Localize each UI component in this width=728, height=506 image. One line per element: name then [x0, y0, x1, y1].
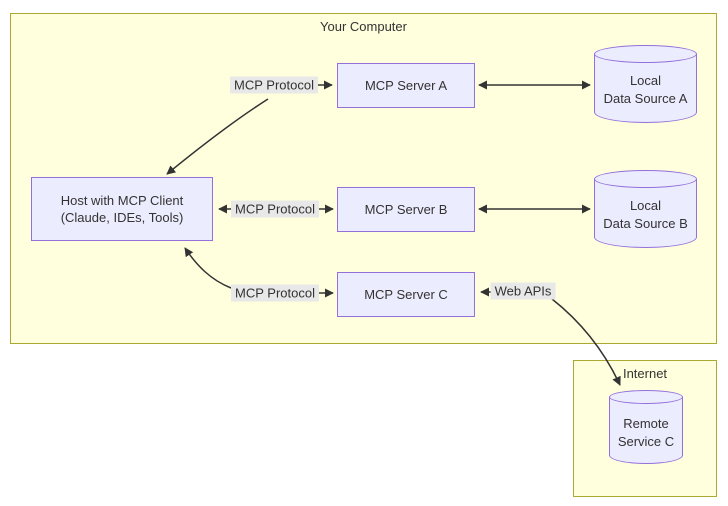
node-remote-service-c-label: Remote Service C — [609, 402, 683, 464]
node-mcp-server-a: MCP Server A — [337, 63, 475, 108]
remote-service-line1: Remote — [623, 416, 669, 431]
node-local-data-source-a: Local Data Source A — [594, 45, 697, 123]
node-host-line2: (Claude, IDEs, Tools) — [60, 210, 184, 225]
node-mcp-server-c-label: MCP Server C — [364, 287, 448, 302]
node-mcp-server-a-label: MCP Server A — [364, 78, 448, 93]
node-remote-service-c: Remote Service C — [609, 390, 683, 464]
group-internet-label: Internet — [622, 366, 668, 381]
group-your-computer-label: Your Computer — [320, 19, 407, 34]
node-local-data-source-b-label: Local Data Source B — [594, 182, 697, 248]
cylinder-body — [609, 397, 683, 464]
edge-label-mcp-protocol-a: MCP Protocol — [230, 76, 318, 94]
node-host-with-mcp-client: Host with MCP Client (Claude, IDEs, Tool… — [31, 177, 213, 241]
cylinder-body — [594, 179, 697, 248]
node-mcp-server-b-label: MCP Server B — [364, 202, 448, 217]
remote-service-line2: Service C — [617, 434, 675, 449]
cylinder-top-ellipse — [609, 390, 683, 404]
datasource-b-line2: Data Source B — [603, 216, 688, 231]
node-mcp-server-c: MCP Server C — [337, 272, 475, 317]
datasource-a-line2: Data Source A — [603, 91, 688, 106]
node-host-line1: Host with MCP Client — [60, 193, 184, 208]
cylinder-body — [594, 54, 697, 123]
edge-label-web-apis: Web APIs — [490, 282, 556, 300]
edge-label-mcp-protocol-b: MCP Protocol — [231, 200, 319, 218]
node-local-data-source-b: Local Data Source B — [594, 170, 697, 248]
cylinder-top-ellipse — [594, 170, 697, 188]
node-mcp-server-b: MCP Server B — [337, 187, 475, 232]
datasource-a-line1: Local — [629, 73, 662, 88]
node-local-data-source-a-label: Local Data Source A — [594, 57, 697, 123]
cylinder-top-ellipse — [594, 45, 697, 63]
edge-label-mcp-protocol-c: MCP Protocol — [231, 284, 319, 302]
datasource-b-line1: Local — [629, 198, 662, 213]
